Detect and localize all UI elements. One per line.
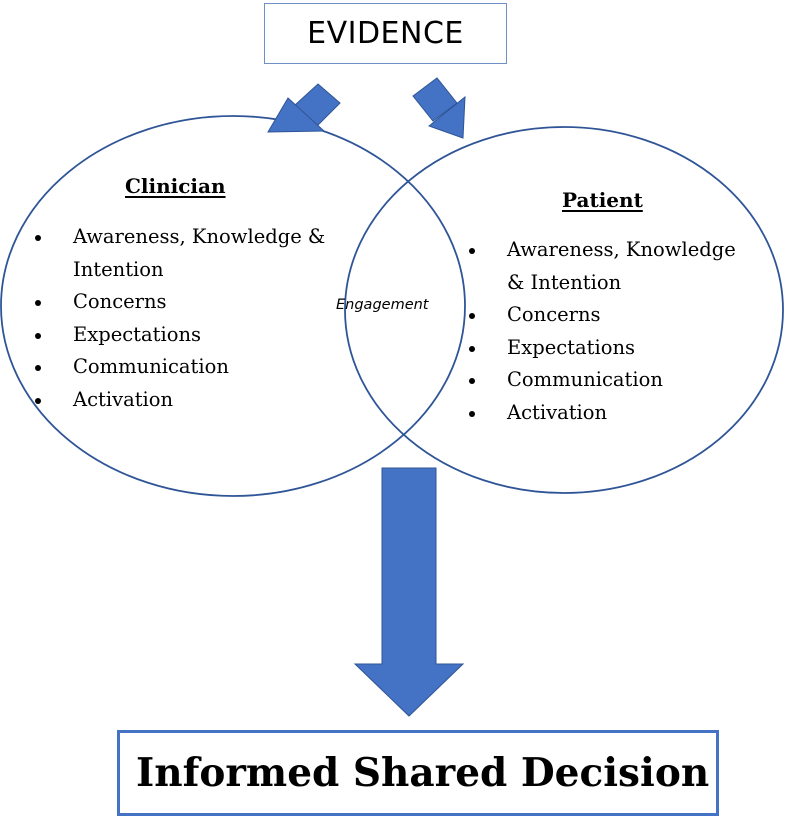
clinician-item-concerns: Concerns [34,286,325,319]
evidence-to-patient-arrowhead [427,95,466,139]
clinician-item-intention: Intention [73,257,164,281]
patient-item-concerns: Concerns [468,299,736,332]
patient-item-intention: & Intention [507,270,622,294]
to-decision-arrow [353,467,465,717]
patient-circle [344,126,784,494]
evidence-box: EVIDENCE [264,3,507,64]
patient-item-activation: Activation [468,397,736,430]
clinician-item-expectations: Expectations [34,319,325,352]
clinician-item-communication: Communication [34,351,325,384]
engagement-label: Engagement [336,297,429,313]
patient-item-expectations: Expectations [468,332,736,365]
informed-shared-decision-box: Informed Shared Decision [117,730,719,816]
patient-list: Awareness, Knowledge & Intention Concern… [468,234,736,429]
patient-heading: Patient [562,188,643,212]
decision-label: Informed Shared Decision [136,750,710,796]
clinician-item-activation: Activation [34,384,325,417]
patient-item-communication: Communication [468,364,736,397]
clinician-list: Awareness, Knowledge & Intention Concern… [34,221,325,416]
evidence-to-clinician-arrowhead [267,97,326,133]
clinician-heading: Clinician [125,174,226,198]
clinician-circle [0,115,466,497]
patient-item-awareness: Awareness, Knowledge [468,234,736,267]
clinician-item-awareness: Awareness, Knowledge & [34,221,325,254]
evidence-label: EVIDENCE [307,16,464,51]
